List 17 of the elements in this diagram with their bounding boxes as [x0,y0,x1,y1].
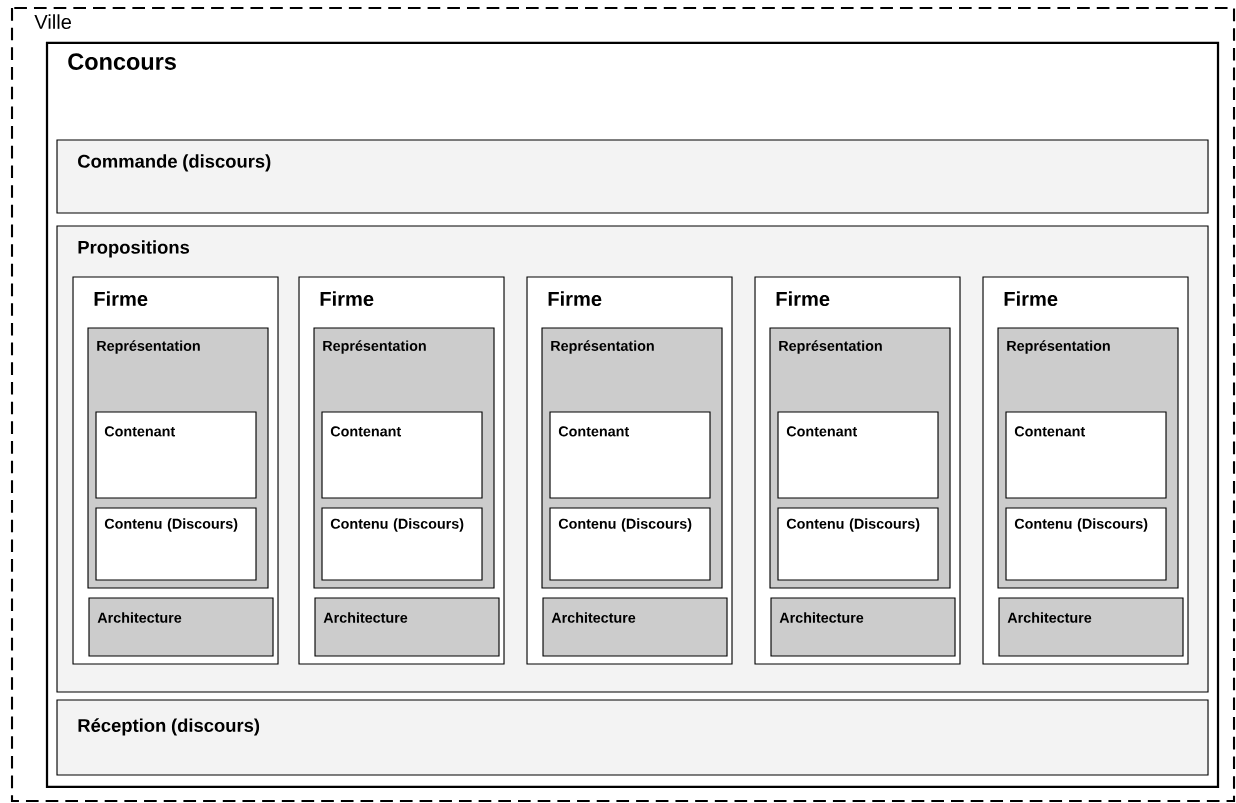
inner-box: Contenu (Discours) [95,507,257,581]
inner-box: Contenant [777,411,939,499]
inner-box: Contenu (Discours) [321,507,483,581]
inner-box: Contenu (Discours) [1005,507,1167,581]
inner-box: Contenant [549,411,711,499]
shaded-box: Architecture [998,597,1184,657]
inner-box: Contenu (Discours) [549,507,711,581]
inner-box: Contenu (Discours) [777,507,939,581]
inner-box: Contenant [1005,411,1167,499]
inner-box: Contenant [321,411,483,499]
shaded-box: Architecture [314,597,500,657]
section-band: Commande (discours) [56,139,1209,214]
section-band: Réception (discours) [56,699,1209,776]
shaded-box: Architecture [542,597,728,657]
shaded-box: Architecture [770,597,956,657]
shaded-box: Architecture [88,597,274,657]
inner-box: Contenant [95,411,257,499]
